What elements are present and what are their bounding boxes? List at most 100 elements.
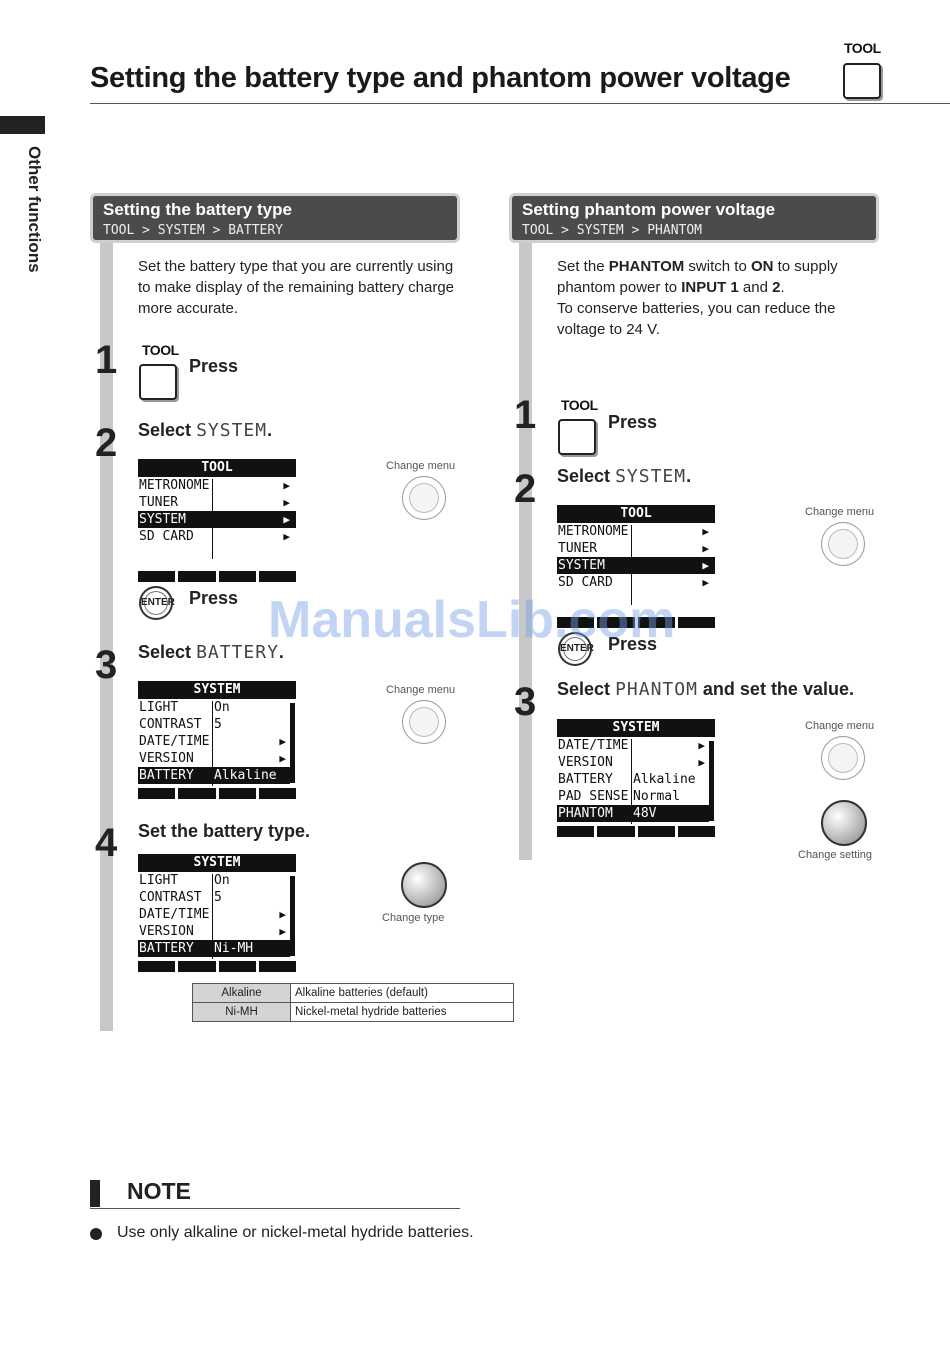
lcd-row: TUNER▶ (557, 540, 715, 557)
lcd-tool-menu: TOOL METRONOME▶ TUNER▶ SYSTEM▶ SD CARD▶ (557, 505, 715, 628)
lcd-row-selected: SYSTEM ▶ (557, 557, 715, 574)
step-text: Select SYSTEM. (138, 420, 272, 441)
enter-press-text: Press (608, 634, 658, 654)
step-text: Press (189, 356, 239, 376)
lcd-row-value: Alkaline (633, 772, 696, 787)
arrow-right-icon: ▶ (279, 735, 286, 748)
step-suffix: . (686, 466, 692, 486)
note-heading: NOTE (127, 1178, 191, 1204)
tool-key-label: TOOL (142, 342, 179, 358)
battery-intro: Set the battery type that you are curren… (138, 258, 455, 317)
lcd-row-value: 5 (214, 717, 222, 732)
phantom-intro-line: To conserve batteries, you can reduce th… (557, 300, 836, 338)
arrow-right-icon: ▶ (702, 525, 709, 538)
lcd-row-label: LIGHT (139, 873, 179, 888)
lcd-header: SYSTEM (138, 681, 296, 699)
lcd-row-label: VERSION (139, 751, 194, 766)
lcd-row: DATE/TIME▶ (138, 906, 296, 923)
step-text-label: Select (557, 679, 611, 699)
tool-key-label: TOOL (561, 397, 598, 413)
lcd-row: LIGHT On (138, 872, 296, 889)
lcd-row: VERSION▶ (138, 923, 296, 940)
lcd-footer (138, 961, 296, 972)
intro-text: . (780, 279, 785, 296)
step-menu-name: SYSTEM (615, 466, 687, 487)
arrow-right-icon: ▶ (702, 576, 709, 589)
battery-section-path: TOOL > SYSTEM > BATTERY (103, 223, 284, 238)
step-suffix: and set the value. (697, 679, 854, 699)
intro-bold: PHANTOM (608, 258, 685, 275)
battery-type-table: Alkaline Alkaline batteries (default) Ni… (192, 983, 514, 1022)
step-menu-name: SYSTEM (196, 420, 268, 441)
lcd-header: SYSTEM (138, 854, 296, 872)
enter-key-icon: ENTER (139, 586, 175, 620)
step-text: Select BATTERY. (138, 642, 284, 663)
arrow-right-icon: ▶ (698, 739, 705, 752)
lcd-row: DATE/TIME ▶ (557, 737, 715, 754)
intro-text: and (738, 279, 773, 296)
lcd-row-value: On (214, 873, 230, 888)
step-number: 4 (95, 821, 118, 865)
lcd-tool-menu: TOOL METRONOME▶ TUNER▶ SYSTEM▶ SD CARD▶ (138, 459, 296, 582)
menu-dial-icon (821, 736, 865, 780)
menu-dial-icon (821, 522, 865, 566)
table-row: Alkaline Alkaline batteries (default) (192, 983, 514, 1003)
phantom-section-title: Setting phantom power voltage (522, 200, 776, 219)
phantom-section-header: Setting phantom power voltage TOOL > SYS… (509, 193, 879, 243)
enter-key-icon: ENTER (558, 632, 594, 666)
step-suffix: . (267, 420, 273, 440)
arrow-right-icon: ▶ (283, 496, 290, 509)
step-menu-name: BATTERY (196, 642, 279, 663)
lcd-footer (138, 788, 296, 799)
lcd-row-label: PAD SENSE (558, 789, 629, 804)
phantom-intro-line: phantom power to INPUT 1 and 2. (557, 277, 887, 298)
lcd-divider (631, 739, 632, 824)
lcd-row-label: TUNER (558, 541, 598, 556)
lcd-row-label: SYSTEM (558, 558, 605, 573)
lcd-scrollbar (709, 741, 714, 821)
lcd-header: TOOL (557, 505, 715, 523)
arrow-right-icon: ▶ (698, 756, 705, 769)
lcd-divider (212, 701, 213, 786)
step-text: Set the battery type. (138, 821, 311, 841)
value-knob-icon (401, 862, 447, 908)
page-title: Setting the battery type and phantom pow… (90, 62, 791, 94)
lcd-row-label: TUNER (139, 495, 179, 510)
caption-change-setting: Change setting (798, 849, 872, 861)
lcd-row-label: DATE/TIME (139, 907, 210, 922)
caption-change-menu: Change menu (386, 684, 456, 696)
lcd-row-value: Alkaline (214, 768, 277, 783)
lcd-row-label: DATE/TIME (558, 738, 629, 753)
lcd-row-label: BATTERY (139, 768, 194, 783)
lcd-row: VERSION ▶ (557, 754, 715, 771)
side-tab-label: Other functions (25, 146, 44, 273)
tool-key-icon (843, 63, 881, 99)
battery-section-title: Setting the battery type (103, 200, 292, 219)
lcd-row-label: LIGHT (139, 700, 179, 715)
caption-change-menu: Change menu (805, 720, 875, 732)
caption-change-type: Change type (382, 912, 445, 924)
lcd-row-label: VERSION (558, 755, 613, 770)
lcd-row-label: CONTRAST (139, 890, 202, 905)
step-text: Select SYSTEM. (557, 466, 691, 487)
arrow-right-icon: ▶ (283, 530, 290, 543)
lcd-row: VERSION▶ (138, 750, 296, 767)
lcd-row: METRONOME▶ (138, 477, 296, 494)
enter-press-text: Press (189, 588, 239, 608)
step-number: 1 (514, 393, 537, 437)
lcd-row: SD CARD▶ (557, 574, 715, 591)
bullet-icon (90, 1228, 102, 1240)
lcd-row: CONTRAST 5 (138, 716, 296, 733)
arrow-right-icon: ▶ (702, 559, 709, 572)
tool-key-icon (558, 419, 596, 455)
note-rule (90, 1208, 460, 1209)
lcd-row-label: CONTRAST (139, 717, 202, 732)
phantom-section-bar (519, 243, 532, 860)
step-number: 3 (95, 643, 118, 687)
